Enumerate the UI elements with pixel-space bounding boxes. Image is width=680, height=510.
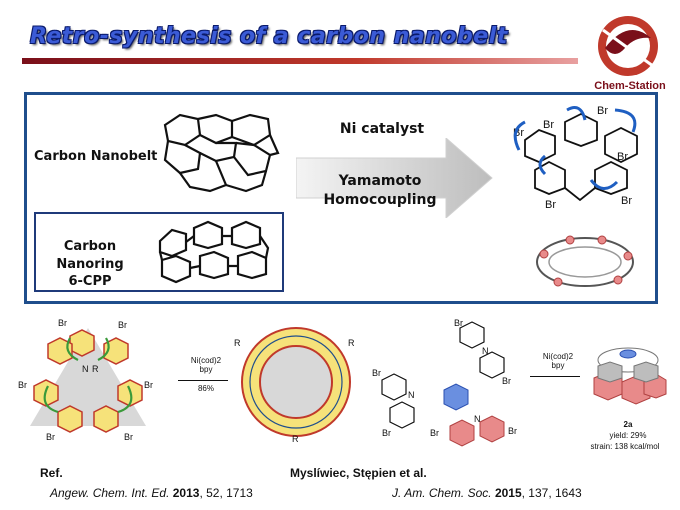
method-label: Yamamoto Homocoupling [310, 172, 450, 210]
br-label: Br [382, 428, 391, 438]
compound-yield: yield: 29% [609, 431, 647, 440]
br-label: Br [118, 320, 127, 330]
nanoring-label-line2: 6-CPP [68, 274, 112, 290]
r-label: R [92, 364, 99, 374]
br-label: Br [508, 426, 517, 436]
br-label: Br [18, 380, 27, 390]
catalyst-label: Ni catalyst [339, 121, 425, 137]
nanoring-label-line1: Carbon Nanoring [56, 239, 124, 272]
right-arrow [530, 376, 580, 377]
carbazole-mesitylene-precursor: Br Br Br Br Br Br N N N [372, 318, 517, 447]
tricarbazole-precursor: Br Br Br Br Br Br N R [18, 318, 153, 442]
compound-strain: strain: 138 kcal/mol [590, 442, 660, 451]
r-label: R [234, 338, 241, 348]
br-label: Br [430, 428, 439, 438]
ref-volume-pages: , 137, 1643 [521, 486, 582, 500]
left-reagents: Ni(cod)2 bpy [176, 356, 236, 374]
reagent-bpy: bpy [199, 365, 213, 374]
br-label: Br [46, 432, 55, 442]
nanobelt-structure [163, 113, 280, 193]
br-label: Br [502, 376, 511, 386]
n-label: N [482, 346, 489, 356]
n-label: N [474, 414, 481, 424]
n-label: N [408, 390, 415, 400]
n-label: N [82, 364, 89, 374]
title-underline [22, 58, 578, 64]
br-label: Br [454, 318, 463, 328]
br-label: Br [597, 105, 608, 117]
reagent-bpy: bpy [551, 361, 565, 370]
br-label: Br [543, 119, 554, 131]
br-label: Br [58, 318, 67, 328]
reagent-ni: Ni(cod)2 [542, 352, 574, 361]
right-reagents: Ni(cod)2 bpy [528, 352, 588, 370]
ref-authors: Myslíwiec, Stępien et al. [290, 466, 427, 480]
compound-label: 2a [623, 420, 633, 429]
ref-journal: Angew. Chem. Int. Ed. [50, 486, 170, 500]
left-yield: 86% [197, 384, 214, 393]
br-label: Br [372, 368, 381, 378]
br-label: Br [545, 199, 556, 211]
method-label-line2: Homocoupling [323, 191, 437, 208]
chem-station-logo [598, 16, 658, 76]
ref-journal: J. Am. Chem. Soc. [392, 486, 492, 500]
nanobelt-3d-model [536, 235, 634, 287]
ref-volume-pages: , 52, 1713 [199, 486, 253, 500]
r-label: R [292, 434, 299, 444]
br-label: Br [621, 195, 632, 207]
ref-citation-1: Angew. Chem. Int. Ed. 2013, 52, 1713 [50, 486, 253, 500]
nanoring-box [34, 212, 284, 292]
br-label: Br [124, 432, 133, 442]
nanobelt-label: Carbon Nanobelt [34, 149, 158, 164]
reagent-ni: Ni(cod)2 [190, 356, 222, 365]
r-label: R [348, 338, 355, 348]
ref-heading: Ref. [40, 466, 63, 480]
reaction-arrow [296, 138, 493, 218]
ref-year: 2015 [494, 486, 522, 500]
ref-citation-2: J. Am. Chem. Soc. 2015, 137, 1643 [392, 486, 582, 500]
slide-title: Retro-synthesis of a carbon nanobelt [30, 24, 508, 49]
br-label: Br [617, 151, 628, 163]
ref-year: 2013 [172, 486, 200, 500]
left-arrow [178, 380, 228, 381]
brand-name: Chem-Station [594, 80, 666, 92]
carbazole-nanobelt-product: R R R [234, 327, 355, 444]
br-label: Br [513, 127, 524, 139]
carbazole-nanobelt-2a [593, 347, 667, 405]
nanoring-structure [158, 220, 270, 284]
nanoring-label: Carbon Nanoring 6-CPP [40, 238, 140, 291]
method-label-line1: Yamamoto [338, 173, 422, 189]
br-label: Br [144, 380, 153, 390]
brominated-precursor: Br Br Br Br Br Br [513, 105, 638, 211]
